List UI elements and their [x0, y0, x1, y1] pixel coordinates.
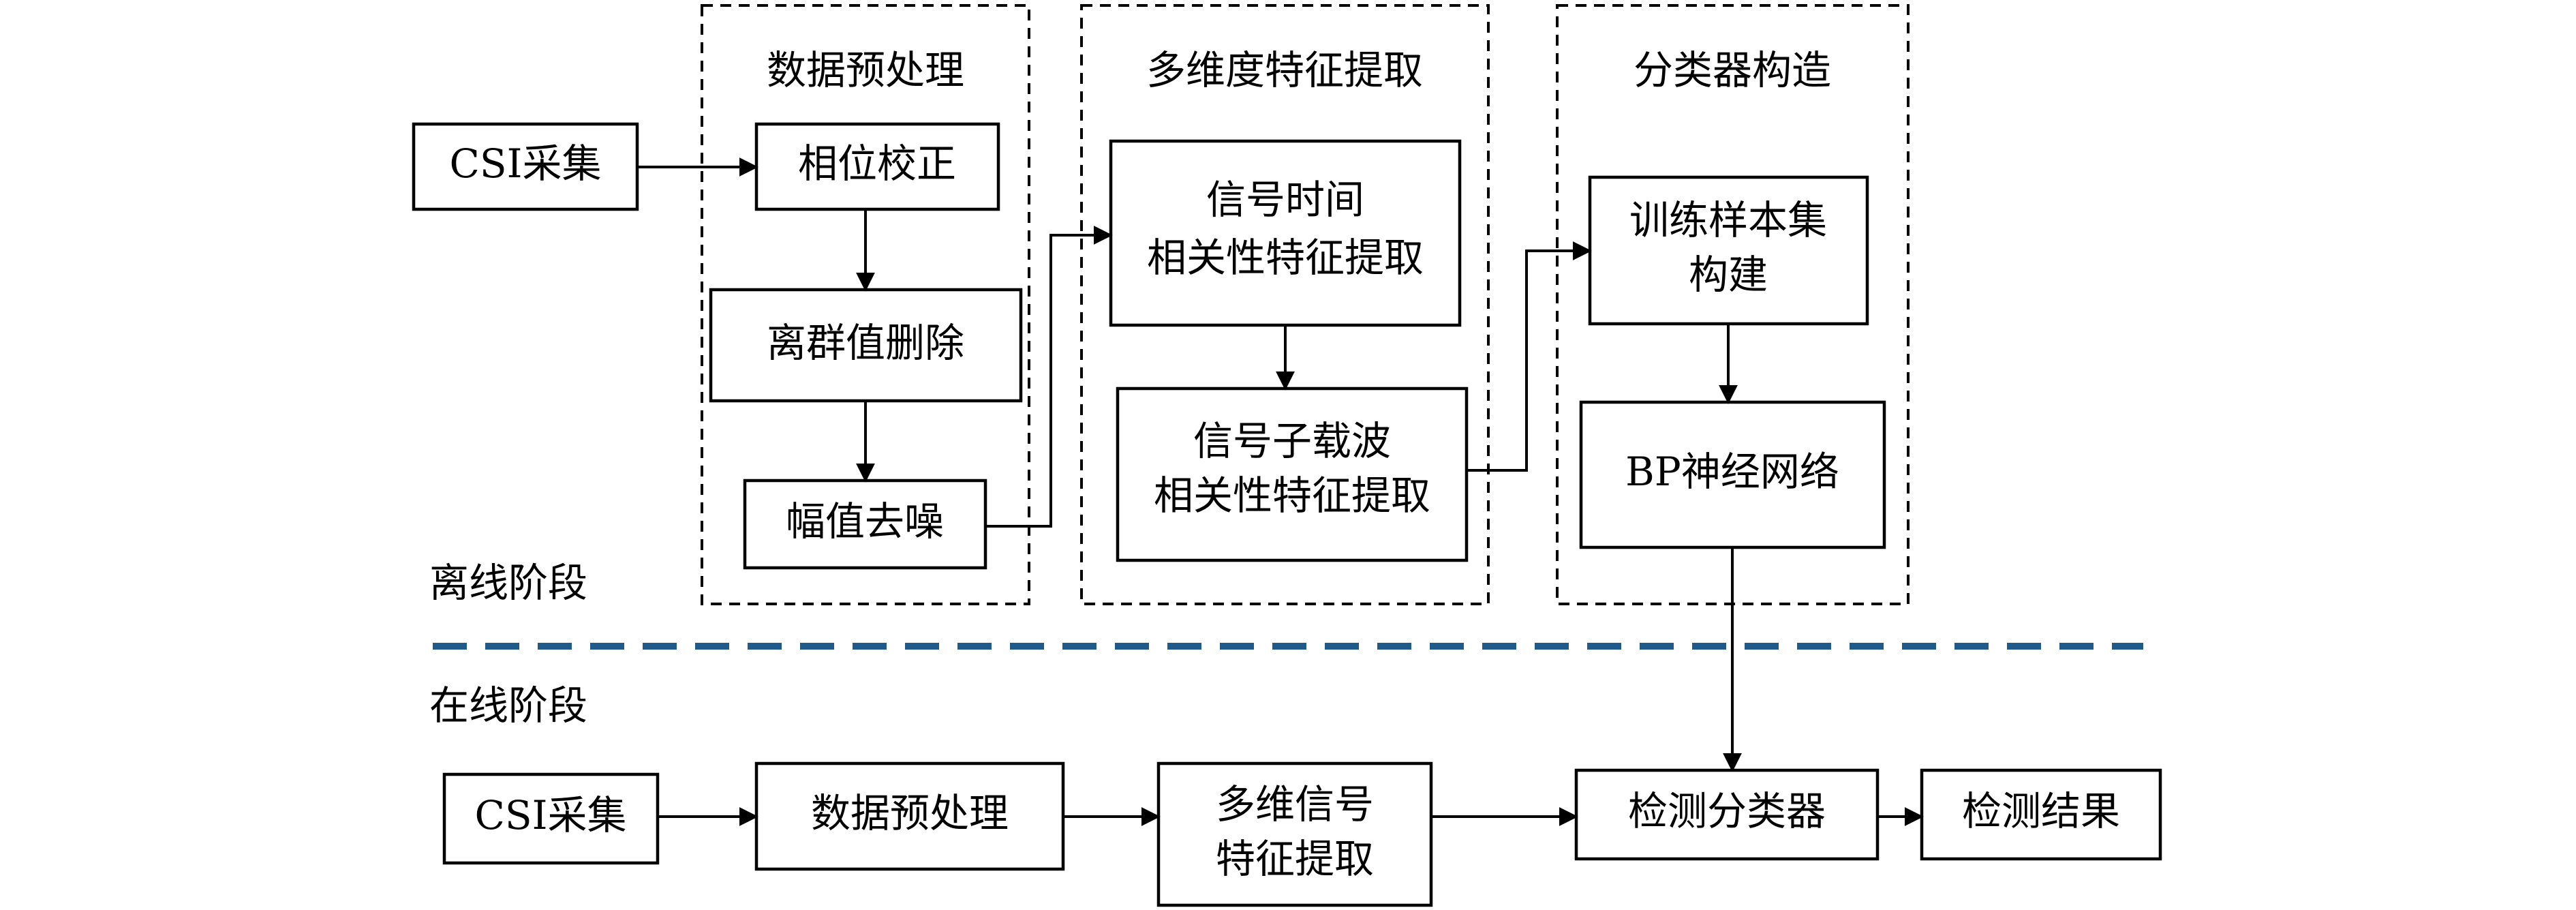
outlier-removal-box [709, 288, 1023, 403]
subcarrier-correlation-line2: 相关性特征提取 [1154, 472, 1430, 519]
feature-group-frame [1080, 4, 1490, 605]
feature-group-title: 多维度特征提取 [1146, 47, 1423, 93]
training-set-line1: 训练样本集 [1629, 197, 1827, 243]
amplitude-denoise-box [743, 479, 987, 570]
time-correlation-box [1109, 139, 1462, 327]
online-feature-line2: 特征提取 [1216, 836, 1374, 882]
online-feature-box [1156, 761, 1433, 907]
online-preprocess-box [754, 761, 1065, 871]
preprocess-group-frame [701, 4, 1030, 605]
detect-result-box [1920, 768, 2162, 861]
outlier-removal-label: 离群值删除 [767, 320, 964, 366]
arrow-denoise-to-time-correlation [985, 226, 1113, 528]
preprocess-group-title: 数据预处理 [767, 47, 964, 93]
online-csi-collect-label: CSI采集 [474, 792, 626, 838]
time-correlation-line1: 信号时间 [1206, 177, 1364, 223]
online-feature-line1: 多维信号 [1216, 781, 1374, 828]
detect-classifier-label: 检测分类器 [1628, 788, 1826, 834]
classifier-group-title: 分类器构造 [1634, 47, 1831, 93]
arrow-subcarrier-to-training [1467, 241, 1592, 472]
bp-network-label: BP神经网络 [1625, 449, 1839, 495]
online-csi-collect-box [442, 772, 660, 865]
amplitude-denoise-label: 幅值去噪 [786, 498, 944, 545]
online-preprocess-label: 数据预处理 [811, 790, 1009, 836]
phase-correction-box [754, 122, 1000, 211]
offline-csi-collect-box [412, 122, 639, 211]
online-stage-label: 在线阶段 [429, 682, 587, 729]
subcarrier-correlation-box [1116, 386, 1469, 562]
bp-network-box [1579, 400, 1886, 549]
offline-csi-collect-label: CSI采集 [449, 140, 601, 187]
phase-correction-label: 相位校正 [798, 140, 956, 187]
time-correlation-line2: 相关性特征提取 [1147, 234, 1424, 281]
offline-stage-label: 离线阶段 [429, 560, 587, 606]
detect-result-label: 检测结果 [1962, 788, 2120, 834]
subcarrier-correlation-line1: 信号子载波 [1193, 418, 1391, 464]
training-set-line2: 构建 [1689, 252, 1768, 298]
